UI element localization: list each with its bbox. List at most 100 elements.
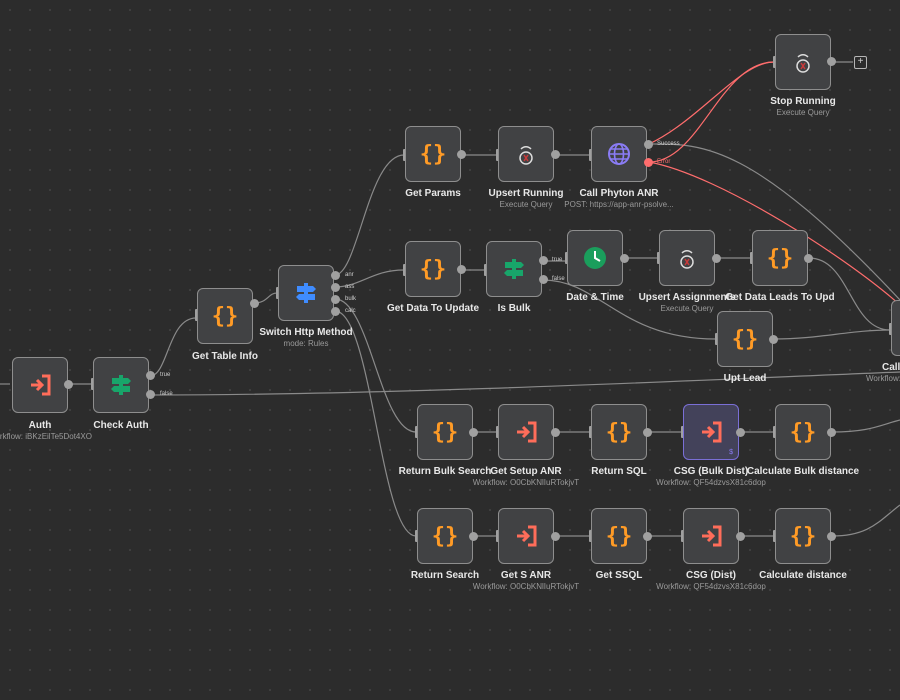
get-setup-anr-node[interactable] xyxy=(498,404,554,460)
add-node-button[interactable]: + xyxy=(854,56,867,69)
csg-dist-subtitle: Workflow: QF54dzvsX81c6dop xyxy=(656,582,766,591)
is-bulk-false-label: false xyxy=(552,276,565,282)
return-bulk-label: Return Bulk Search xyxy=(398,466,492,477)
csg-bulk-subtitle: Workflow: QF54dzvsX81c6dop xyxy=(656,478,766,487)
get-params-node[interactable]: {} xyxy=(405,126,461,182)
csg-dist-label: CSG (Dist) xyxy=(686,570,736,581)
check-auth-node[interactable] xyxy=(93,357,149,413)
call-phyton-error-port[interactable] xyxy=(644,158,653,167)
auth-output-port[interactable] xyxy=(64,380,73,389)
check-auth-false-port[interactable] xyxy=(146,390,155,399)
get-data-update-output-port[interactable] xyxy=(457,265,466,274)
return-bulk-node[interactable]: {} xyxy=(417,404,473,460)
call-phyton-error-label: Error xyxy=(657,159,671,165)
call-phyton-success-port[interactable] xyxy=(644,140,653,149)
get-leads-node[interactable]: {} xyxy=(752,230,808,286)
get-s-anr-output-port[interactable] xyxy=(551,532,560,541)
get-params-output-port[interactable] xyxy=(457,150,466,159)
get-s-anr-node[interactable] xyxy=(498,508,554,564)
upsert-assign-node[interactable] xyxy=(659,230,715,286)
code-icon: {} xyxy=(605,523,633,549)
call-phyton-node[interactable] xyxy=(591,126,647,182)
auth-node[interactable] xyxy=(12,357,68,413)
get-setup-anr-output-port[interactable] xyxy=(551,428,560,437)
code-icon: {} xyxy=(731,326,759,352)
get-ssql-label: Get SSQL xyxy=(595,570,643,581)
upt-lead-label: Upt Lead xyxy=(723,373,767,384)
execute-workflow-icon xyxy=(702,525,722,547)
switch-bulk-label: bulk xyxy=(345,296,357,302)
switch-http-node[interactable] xyxy=(278,265,334,321)
subworkflow-badge-icon: $ xyxy=(729,449,733,456)
call-subtitle: Workflow: xyxy=(866,374,900,383)
execute-workflow-icon xyxy=(517,525,537,547)
code-icon: {} xyxy=(431,523,459,549)
code-icon: {} xyxy=(789,419,817,445)
call-phyton-label: Call Phyton ANR xyxy=(579,188,659,199)
database-icon xyxy=(796,54,810,73)
stop-running-subtitle: Execute Query xyxy=(776,108,830,117)
upsert-assign-output-port[interactable] xyxy=(712,254,721,263)
return-bulk-output-port[interactable] xyxy=(469,428,478,437)
switch-icon xyxy=(504,259,524,279)
csg-bulk-output-port[interactable] xyxy=(736,428,745,437)
code-icon: {} xyxy=(419,141,447,167)
auth-label: Auth xyxy=(28,420,52,431)
get-table-info-output-port[interactable] xyxy=(250,299,259,308)
code-icon: {} xyxy=(419,256,447,282)
upsert-assign-subtitle: Execute Query xyxy=(660,304,714,313)
get-params-label: Get Params xyxy=(405,188,461,199)
return-sql-node[interactable]: {} xyxy=(591,404,647,460)
calc-dist-node[interactable]: {} xyxy=(775,508,831,564)
return-sql-output-port[interactable] xyxy=(643,428,652,437)
return-search-output-port[interactable] xyxy=(469,532,478,541)
get-data-update-label: Get Data To Update xyxy=(386,303,480,314)
is-bulk-true-port[interactable] xyxy=(539,256,548,265)
calc-bulk-output-port[interactable] xyxy=(827,428,836,437)
stop-running-node[interactable] xyxy=(775,34,831,90)
get-table-info-label: Get Table Info xyxy=(192,351,258,362)
switch-calc-port[interactable] xyxy=(331,307,340,316)
switch-icon xyxy=(111,375,131,395)
get-ssql-node[interactable]: {} xyxy=(591,508,647,564)
switch-icon xyxy=(296,283,316,303)
upsert-running-output-port[interactable] xyxy=(551,150,560,159)
calc-bulk-label: Calculate Bulk distance xyxy=(746,466,860,477)
switch-http-label: Switch Http Method xyxy=(259,327,353,338)
switch-anr-port[interactable] xyxy=(331,271,340,280)
get-leads-label: Get Data Leads To Upd xyxy=(725,292,835,303)
date-time-node[interactable] xyxy=(567,230,623,286)
execute-workflow-icon xyxy=(31,374,51,396)
get-ssql-output-port[interactable] xyxy=(643,532,652,541)
check-auth-false-label: false xyxy=(160,391,173,397)
return-search-node[interactable]: {} xyxy=(417,508,473,564)
upsert-running-node[interactable] xyxy=(498,126,554,182)
clock-icon xyxy=(584,247,606,269)
stop-running-output-port[interactable] xyxy=(827,57,836,66)
is-bulk-false-port[interactable] xyxy=(539,275,548,284)
call-node[interactable] xyxy=(891,300,900,356)
csg-dist-output-port[interactable] xyxy=(736,532,745,541)
call-label: Call xyxy=(882,362,900,373)
get-table-info-node[interactable]: {} xyxy=(197,288,253,344)
check-auth-true-port[interactable] xyxy=(146,371,155,380)
date-time-output-port[interactable] xyxy=(620,254,629,263)
return-sql-label: Return SQL xyxy=(591,466,647,477)
execute-workflow-icon xyxy=(517,421,537,443)
calc-bulk-node[interactable]: {} xyxy=(775,404,831,460)
switch-ass-port[interactable] xyxy=(331,283,340,292)
is-bulk-node[interactable] xyxy=(486,241,542,297)
upsert-running-label: Upsert Running xyxy=(488,188,564,199)
upt-lead-node[interactable]: {} xyxy=(717,311,773,367)
get-leads-output-port[interactable] xyxy=(804,254,813,263)
upt-lead-output-port[interactable] xyxy=(769,335,778,344)
code-icon: {} xyxy=(211,303,239,329)
upsert-running-subtitle: Execute Query xyxy=(499,200,553,209)
return-search-label: Return Search xyxy=(410,570,480,581)
csg-dist-node[interactable] xyxy=(683,508,739,564)
get-data-update-node[interactable]: {} xyxy=(405,241,461,297)
calc-dist-output-port[interactable] xyxy=(827,532,836,541)
csg-bulk-node[interactable]: $ xyxy=(683,404,739,460)
switch-bulk-port[interactable] xyxy=(331,295,340,304)
